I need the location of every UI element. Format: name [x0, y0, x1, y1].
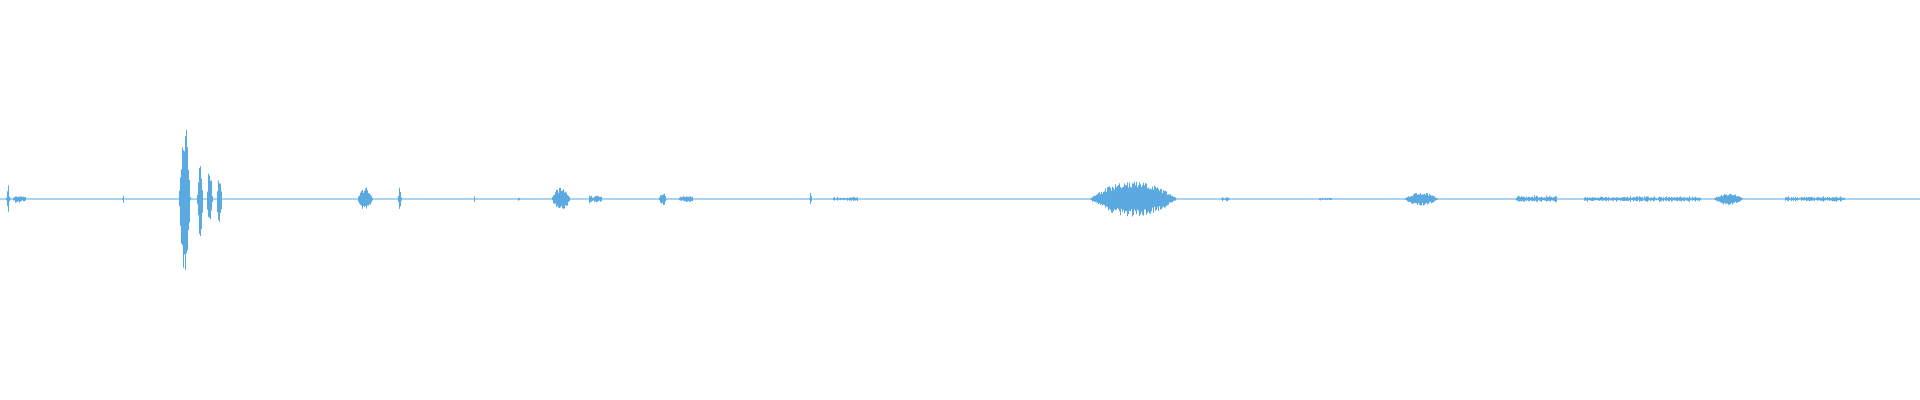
waveform-burst [1713, 193, 1744, 205]
waveform-burst [679, 195, 693, 202]
waveform-burst [358, 187, 373, 209]
waveform-burst [808, 192, 813, 204]
waveform-burst [473, 196, 476, 202]
waveform-burst [1584, 196, 1701, 202]
waveform-burst [589, 195, 602, 204]
waveform-burst [552, 187, 571, 209]
waveform-burst [833, 196, 858, 201]
waveform-burst [121, 195, 126, 203]
waveform-burst [179, 130, 191, 271]
waveform-burst [1404, 192, 1439, 206]
waveform-burst [4, 185, 12, 212]
waveform-burst [1516, 195, 1557, 203]
waveform-burst [1089, 181, 1177, 217]
waveform-bursts [4, 130, 1845, 271]
waveform-burst [659, 193, 667, 205]
waveform-burst [197, 166, 203, 237]
waveform-burst [13, 196, 26, 203]
waveform-burst [396, 187, 404, 209]
waveform-burst [217, 180, 222, 222]
waveform-burst [517, 197, 521, 201]
waveform-burst [1785, 196, 1845, 202]
waveform-burst [1221, 197, 1230, 202]
waveform-burst [207, 173, 213, 220]
waveform-burst [1319, 197, 1332, 201]
